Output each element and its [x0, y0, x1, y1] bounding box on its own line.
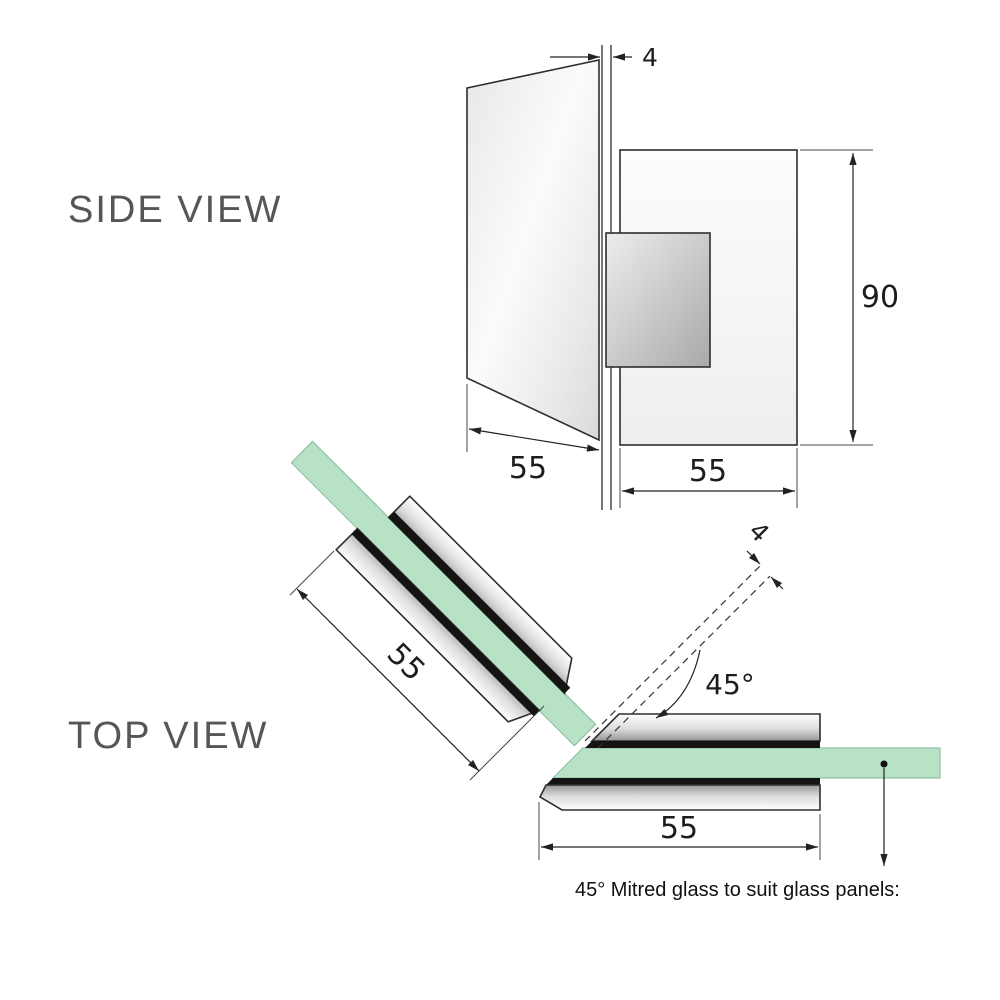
dim-value-horizontal-clamp: 55 [660, 811, 698, 846]
mitre-dashed-line-upper [584, 565, 761, 742]
angle-arc [655, 649, 701, 719]
dim-line [770, 576, 784, 590]
glass-leader [880, 760, 888, 866]
side-view-label: SIDE VIEW [68, 189, 282, 231]
dim-value-mitre-gap: 4 [743, 516, 775, 548]
mitre-dashed-line-lower [597, 575, 771, 749]
extension-line [289, 550, 335, 596]
glass-panel-side [466, 59, 600, 442]
top-view: TOP VIEW 4 45° 55 [68, 440, 941, 901]
dim-clamp-length-horizontal: 55 [538, 802, 821, 860]
dim-line [746, 550, 761, 565]
glass-panel-diagonal [290, 440, 597, 747]
dim-value-bracket-height: 90 [861, 280, 899, 315]
extension-line [469, 705, 545, 781]
gasket-horizontal-upper [585, 741, 820, 748]
dim-value-bracket-width: 55 [689, 454, 727, 489]
leader-dot [880, 760, 888, 768]
hinge-clamp-block [605, 232, 711, 368]
dim-value-glass-thickness: 4 [642, 43, 658, 72]
mitred-glass-caption: 45° Mitred glass to suit glass panels: [575, 879, 900, 901]
angle-value: 45° [705, 668, 755, 701]
top-view-label: TOP VIEW [68, 715, 268, 757]
clamp-plate-horizontal-upper [590, 713, 821, 742]
dim-line [468, 427, 600, 452]
dim-glass-thickness: 4 [550, 43, 658, 72]
gasket-horizontal-lower [546, 778, 820, 785]
dim-mitre-gap: 4 [743, 516, 784, 590]
glass-panel-horizontal [551, 747, 941, 779]
clamp-plate-horizontal-lower [538, 784, 821, 811]
gasket-diagonal-upper [388, 511, 571, 694]
dim-value-panel-width: 55 [509, 451, 547, 486]
angle-annotation: 45° [655, 649, 755, 719]
dim-line [296, 588, 480, 772]
side-view: SIDE VIEW 4 90 55 55 [68, 43, 899, 510]
dim-bracket-height: 90 [800, 149, 899, 446]
dim-panel-width: 55 [466, 384, 600, 486]
dim-bracket-width: 55 [619, 448, 798, 508]
